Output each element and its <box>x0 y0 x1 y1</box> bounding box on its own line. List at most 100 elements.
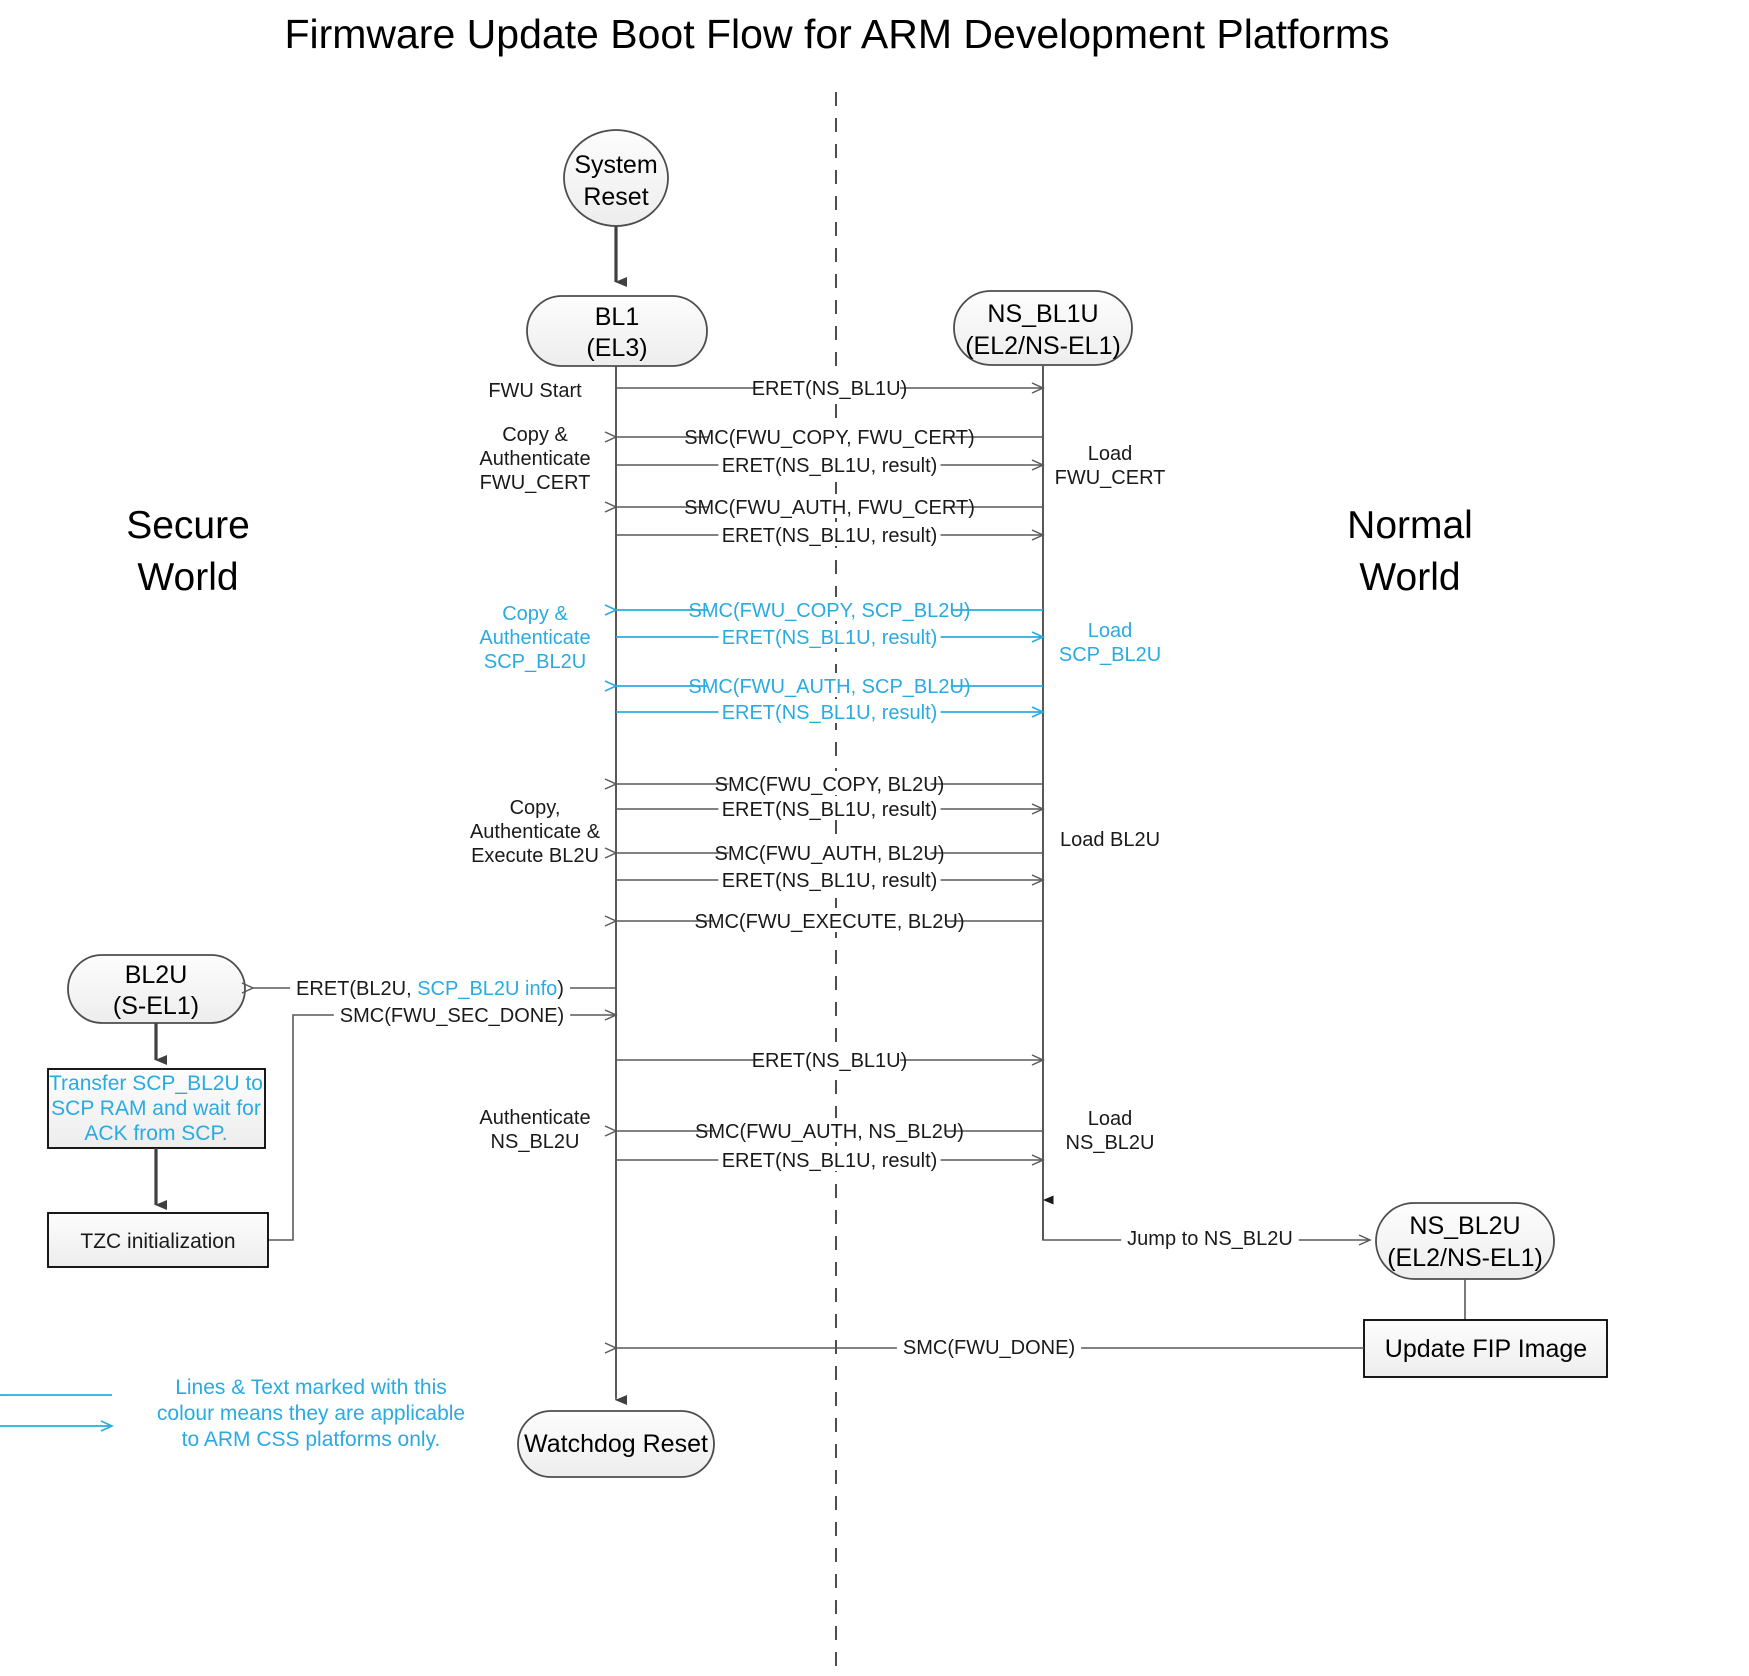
node-ns-bl1u[interactable] <box>953 290 1133 366</box>
message-m5: ERET(NS_BL1U, result) <box>616 522 1045 547</box>
label-backdrop <box>333 1004 571 1028</box>
message-m1: ERET(NS_BL1U) <box>616 375 1045 400</box>
transfer-scp-line2: SCP RAM and wait for <box>51 1097 261 1120</box>
message-m17: ERET(NS_BL1U) <box>616 1047 1045 1072</box>
label-backdrop <box>718 1147 941 1171</box>
message-label: SMC(FWU_AUTH, BL2U) <box>714 843 944 865</box>
annotation-line: Load BL2U <box>1060 829 1160 851</box>
label-backdrop <box>708 494 951 518</box>
message-m12: SMC(FWU_AUTH, BL2U) <box>604 840 1043 865</box>
label-backdrop <box>718 522 941 546</box>
message-m3: ERET(NS_BL1U, result) <box>616 452 1045 477</box>
message-label: SMC(FWU_COPY, BL2U) <box>715 774 945 796</box>
label-backdrop <box>708 597 951 621</box>
label-backdrop <box>290 977 570 1001</box>
update-fip-label: Update FIP Image <box>1385 1335 1587 1363</box>
message-m8: SMC(FWU_AUTH, SCP_BL2U) <box>604 673 1043 698</box>
transfer-scp-line1: Transfer SCP_BL2U to <box>49 1072 263 1095</box>
label-backdrop <box>759 1047 900 1071</box>
secure-world-label: Secure World <box>126 504 250 599</box>
box-tzc-init[interactable] <box>47 1212 269 1268</box>
message-m4: SMC(FWU_AUTH, FWU_CERT) <box>604 494 1043 519</box>
label-backdrop <box>713 908 946 932</box>
legend-line3: to ARM CSS platforms only. <box>182 1428 441 1451</box>
bl1-line2: (EL3) <box>586 334 647 362</box>
label-backdrop <box>708 424 951 448</box>
message-m7: ERET(NS_BL1U, result) <box>616 624 1045 649</box>
node-watchdog-reset[interactable] <box>517 1410 715 1478</box>
eret-bl2u-suffix: ) <box>557 978 564 1000</box>
message-m11: ERET(NS_BL1U, result) <box>616 796 1045 821</box>
annotation-line: Load <box>1088 620 1133 642</box>
label-backdrop <box>728 771 931 795</box>
message-m19: ERET(NS_BL1U, result) <box>616 1147 1045 1172</box>
annotation-line: Execute BL2U <box>471 845 599 867</box>
node-bl1[interactable] <box>526 295 708 367</box>
label-backdrop <box>1121 1227 1299 1251</box>
annotation-line: Authenticate <box>479 448 590 470</box>
annotation-line: Authenticate <box>479 627 590 649</box>
annotation-line: Authenticate <box>479 1107 590 1129</box>
message-label: SMC(FWU_AUTH, SCP_BL2U) <box>688 676 970 698</box>
message-m9: ERET(NS_BL1U, result) <box>616 699 1045 724</box>
box-transfer-scp[interactable] <box>47 1068 266 1149</box>
tzc-init-label: TZC initialization <box>80 1230 235 1253</box>
svg-text:ERET(BL2U, SCP_BL2U info): ERET(BL2U, SCP_BL2U info) <box>296 978 564 1000</box>
message-m2: SMC(FWU_COPY, FWU_CERT) <box>604 424 1043 449</box>
message-m13: ERET(NS_BL1U, result) <box>616 867 1045 892</box>
normal-world-label: Normal World <box>1347 504 1473 599</box>
message-m18: SMC(FWU_AUTH, NS_BL2U) <box>604 1118 1043 1143</box>
message-label: ERET(NS_BL1U, result) <box>722 702 938 724</box>
ns-bl1u-line2: (EL2/NS-EL1) <box>965 332 1121 360</box>
right-annotation-r3: Load BL2U <box>1060 829 1160 851</box>
smc-fwu-done-label: SMC(FWU_DONE) <box>903 1337 1075 1359</box>
bl1-line1: BL1 <box>595 303 639 331</box>
annotation-line: Authenticate & <box>470 821 601 843</box>
label-backdrop <box>718 624 941 648</box>
secure-world-line1: Secure <box>126 504 250 547</box>
message-label: ERET(NS_BL1U, result) <box>722 1150 938 1172</box>
label-backdrop <box>718 796 941 820</box>
page-title: Firmware Update Boot Flow for ARM Develo… <box>284 11 1389 57</box>
message-label: ERET(NS_BL1U, result) <box>722 799 938 821</box>
label-backdrop <box>718 867 941 891</box>
normal-world-line2: World <box>1359 556 1460 599</box>
transfer-scp-line3: ACK from SCP. <box>84 1122 227 1145</box>
label-backdrop <box>718 699 941 723</box>
annotation-line: Copy & <box>502 424 568 446</box>
smc-fwu-sec-done-label: SMC(FWU_SEC_DONE) <box>340 1005 564 1027</box>
secure-world-line2: World <box>137 556 238 599</box>
jump-to-ns-bl2u-label: Jump to NS_BL2U <box>1127 1228 1293 1250</box>
legend-line2: colour means they are applicable <box>157 1402 465 1425</box>
watchdog-reset-label: Watchdog Reset <box>524 1430 708 1458</box>
message-label: ERET(NS_BL1U) <box>752 378 908 400</box>
message-m14: SMC(FWU_EXECUTE, BL2U) <box>604 908 1043 933</box>
message-m10: SMC(FWU_COPY, BL2U) <box>604 771 1043 796</box>
label-backdrop <box>896 1336 1082 1360</box>
annotation-line: Copy & <box>502 603 568 625</box>
annotation-line: FWU_CERT <box>480 472 591 494</box>
message-label: SMC(FWU_EXECUTE, BL2U) <box>694 911 964 933</box>
message-label: ERET(NS_BL1U, result) <box>722 525 938 547</box>
eret-bl2u-prefix: ERET(BL2U, <box>296 978 417 1000</box>
left-annotation-a1: FWU Start <box>488 380 582 402</box>
message-label: SMC(FWU_COPY, FWU_CERT) <box>684 427 974 449</box>
left-annotation-a4: Copy,Authenticate &Execute BL2U <box>470 797 601 867</box>
ns-bl1u-line1: NS_BL1U <box>987 300 1098 328</box>
message-label: SMC(FWU_AUTH, NS_BL2U) <box>695 1121 964 1143</box>
label-backdrop <box>718 452 941 476</box>
system-reset-line2: Reset <box>583 183 648 211</box>
annotation-line: SCP_BL2U <box>1059 644 1161 666</box>
system-reset-line1: System <box>574 151 657 179</box>
message-m6: SMC(FWU_COPY, SCP_BL2U) <box>604 597 1043 622</box>
message-label: ERET(NS_BL1U, result) <box>722 455 938 477</box>
message-label: ERET(NS_BL1U, result) <box>722 870 938 892</box>
